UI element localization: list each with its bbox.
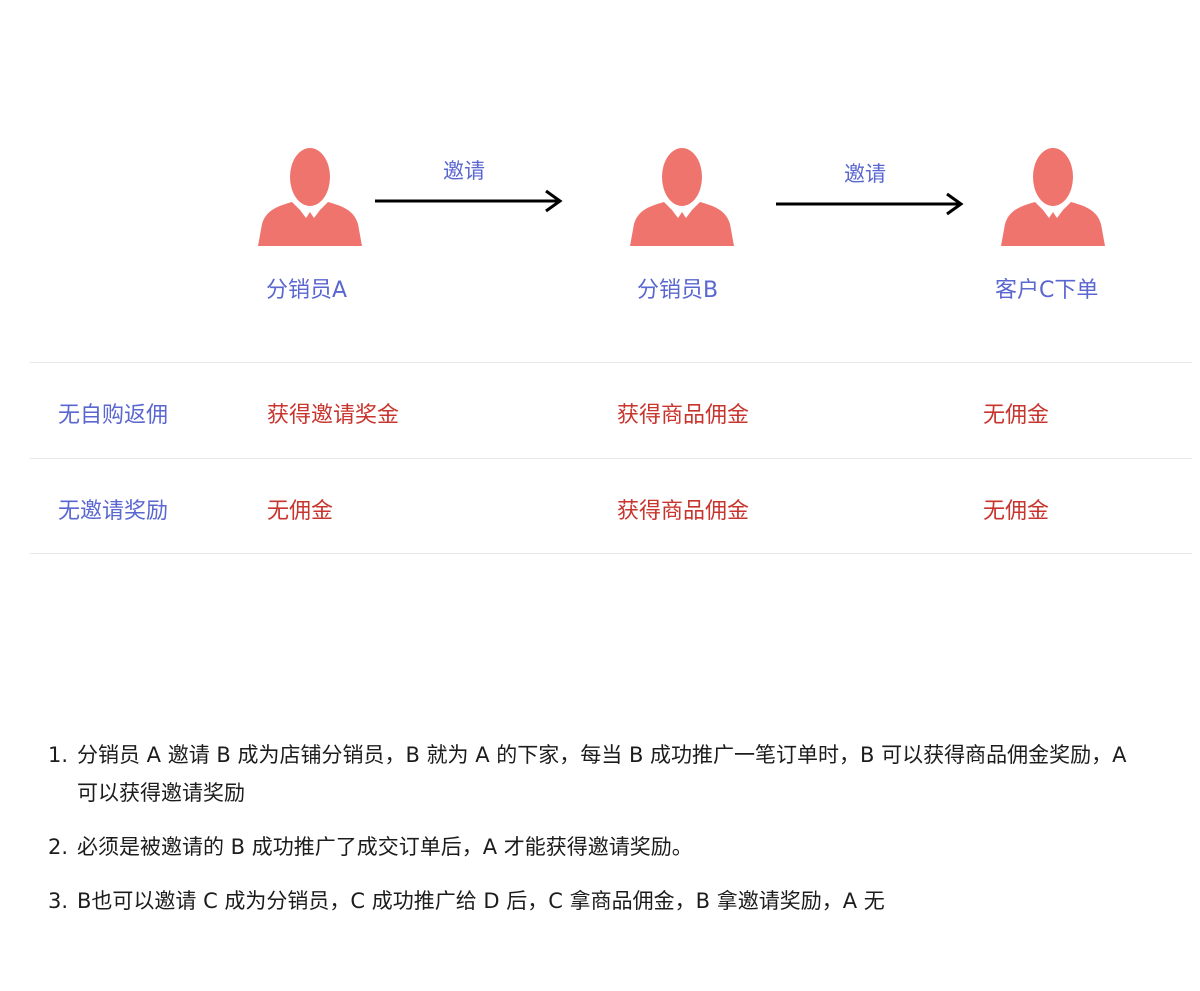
list-item: 3. B也可以邀请 C 成为分销员，C 成功推广给 D 后，C 拿商品佣金，B … bbox=[48, 882, 1128, 920]
node-label-c: 客户C下单 bbox=[995, 278, 1099, 303]
note-text: 必须是被邀请的 B 成功推广了成交订单后，A 才能获得邀请奖励。 bbox=[77, 835, 693, 859]
note-number: 1. bbox=[48, 743, 69, 767]
arrow-icon-1 bbox=[374, 189, 564, 213]
cell-c: 无佣金 bbox=[983, 403, 1050, 428]
cell-c: 无佣金 bbox=[983, 499, 1050, 524]
note-text: 分销员 A 邀请 B 成为店铺分销员，B 就为 A 的下家，每当 B 成功推广一… bbox=[77, 743, 1127, 805]
person-icon-b bbox=[630, 148, 734, 246]
person-icon-c bbox=[1001, 148, 1105, 246]
person-icon-a bbox=[258, 148, 362, 246]
row-label-invite-reward: 无邀请奖励 bbox=[58, 499, 169, 524]
table-divider-middle bbox=[30, 458, 1192, 459]
node-label-a: 分销员A bbox=[266, 278, 348, 303]
list-item: 2. 必须是被邀请的 B 成功推广了成交订单后，A 才能获得邀请奖励。 bbox=[48, 828, 1128, 866]
cell-b: 获得商品佣金 bbox=[617, 499, 750, 524]
node-label-b: 分销员B bbox=[637, 278, 719, 303]
list-item: 1. 分销员 A 邀请 B 成为店铺分销员，B 就为 A 的下家，每当 B 成功… bbox=[48, 736, 1128, 812]
table-divider-top bbox=[30, 362, 1192, 363]
note-text: B也可以邀请 C 成为分销员，C 成功推广给 D 后，C 拿商品佣金，B 拿邀请… bbox=[77, 889, 885, 913]
cell-a: 获得邀请奖金 bbox=[267, 403, 400, 428]
note-number: 3. bbox=[48, 889, 69, 913]
notes-list: 1. 分销员 A 邀请 B 成为店铺分销员，B 就为 A 的下家，每当 B 成功… bbox=[48, 736, 1128, 936]
edge-label-2: 邀请 bbox=[844, 162, 886, 186]
arrow-icon-2 bbox=[775, 192, 965, 216]
cell-b: 获得商品佣金 bbox=[617, 403, 750, 428]
edge-label-1: 邀请 bbox=[443, 159, 485, 183]
cell-a: 无佣金 bbox=[267, 499, 334, 524]
row-label-self-purchase: 无自购返佣 bbox=[58, 403, 169, 428]
note-number: 2. bbox=[48, 835, 69, 859]
table-divider-bottom bbox=[30, 553, 1192, 554]
